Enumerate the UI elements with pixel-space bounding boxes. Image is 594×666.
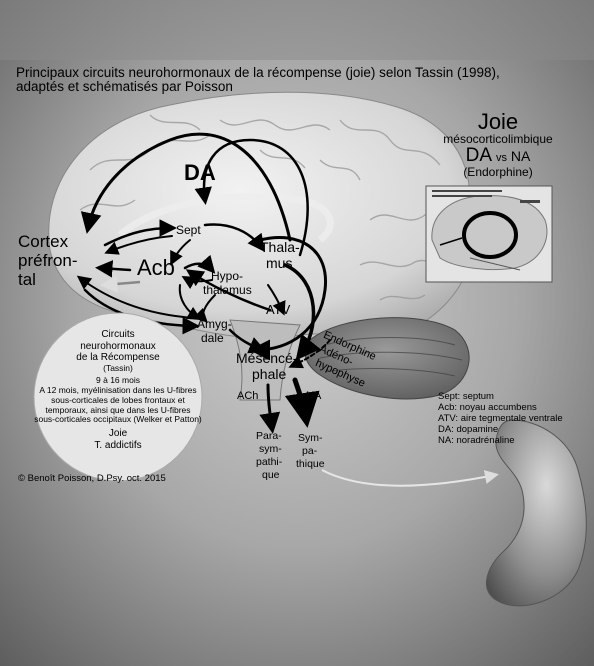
joie-title: Joie — [438, 110, 558, 133]
label-sympathique-2: pa- — [302, 446, 317, 457]
label-parasympathique-4: que — [262, 470, 280, 481]
label-sympathique-3: thique — [296, 459, 325, 470]
circuits-line4: (Tassin) — [34, 364, 202, 374]
label-hypothalamus-2: thalamus — [203, 284, 252, 297]
joie-da: DA — [466, 145, 492, 166]
label-parasympathique-2: sym- — [259, 444, 282, 455]
circuits-line2: neurohormonaux — [34, 341, 202, 353]
label-na: NA — [306, 391, 321, 403]
label-parasympathique-1: Para- — [256, 431, 282, 442]
page-title: Principaux circuits neurohormonaux de la… — [16, 66, 526, 94]
joie-na: NA — [511, 148, 530, 164]
label-cortex-3: tal — [18, 271, 36, 289]
label-da: DA — [184, 161, 216, 184]
label-sept: Sept — [176, 224, 201, 237]
label-thalamus-2: mus — [266, 256, 292, 271]
label-amygdale-1: Amyg- — [197, 318, 232, 331]
joie-subtitle: mésocorticolimbique — [418, 133, 578, 146]
legend: Sept: septum Acb: noyau accumbens ATV: a… — [438, 392, 588, 447]
label-ach: ACh — [237, 391, 258, 403]
joie-da-vs-na: DA vs NA — [438, 146, 558, 166]
label-sympathique-1: Sym- — [298, 433, 323, 444]
circuits-addictifs: T. addictifs — [34, 440, 202, 452]
label-thalamus-1: Thala- — [260, 240, 300, 255]
circuits-box: Circuits neurohormonaux de la Récompense… — [34, 329, 202, 451]
label-amygdale-2: dale — [201, 332, 224, 345]
copyright: © Benoît Poisson, D.Psy. oct. 2015 — [18, 474, 166, 484]
label-acb: Acb — [137, 256, 175, 279]
legend-item: NA: noradrénaline — [438, 436, 588, 447]
top-band — [0, 0, 594, 60]
label-parasympathique-3: pathi- — [256, 457, 282, 468]
label-cortex-1: Cortex — [18, 233, 68, 251]
circuits-line3: de la Récompense — [34, 352, 202, 364]
label-cortex-2: préfron- — [18, 252, 78, 270]
label-mesencephale-2: phale — [252, 367, 286, 382]
inset-brain-image — [426, 186, 552, 282]
circuits-joie: Joie — [34, 428, 202, 440]
circuits-body: A 12 mois, myélinisation dans les U-fibr… — [34, 386, 202, 425]
label-hypothalamus-1: Hypo- — [211, 270, 243, 283]
joie-vs: vs — [496, 152, 507, 164]
label-atv: ATV — [266, 303, 290, 317]
label-mesencephale-1: Mésencé- — [236, 351, 297, 366]
joie-endorphine: (Endorphine) — [438, 166, 558, 179]
brain-cortex — [49, 92, 476, 338]
circuits-line1: Circuits — [34, 329, 202, 341]
